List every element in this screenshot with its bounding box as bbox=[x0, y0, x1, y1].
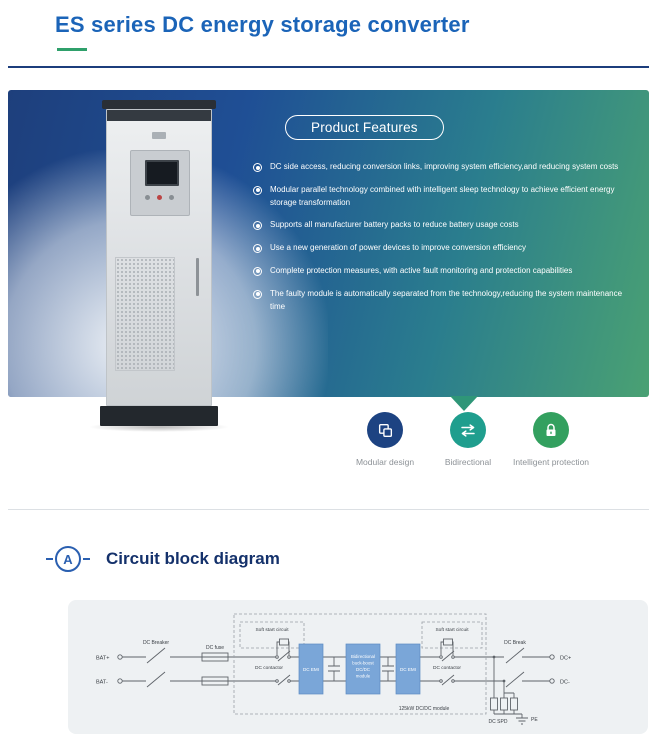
module-label-line2: buck-boost bbox=[352, 661, 374, 666]
soft-start-bypass bbox=[276, 638, 454, 655]
dcdc-module-block bbox=[345, 643, 381, 695]
bullet-icon bbox=[253, 221, 262, 231]
circuit-block-diagram: BAT+ BAT- DC Breaker DC fuse Soft start … bbox=[68, 600, 648, 734]
feature-panel: Product Features DC side access, reducin… bbox=[253, 115, 641, 323]
cabinet-control-panel bbox=[130, 150, 190, 216]
bat-minus-label: BAT- bbox=[96, 680, 108, 686]
cabinet-top-band bbox=[107, 110, 211, 121]
feature-item: Use a new generation of power devices to… bbox=[253, 242, 625, 255]
dc-bus-capacitors bbox=[328, 657, 394, 681]
modules-icon bbox=[367, 412, 403, 448]
bidirectional-arrows-glyph bbox=[461, 423, 475, 437]
product-features-badge: Product Features bbox=[285, 115, 444, 140]
battery-terminals bbox=[117, 654, 123, 684]
feature-text: Modular parallel technology combined wit… bbox=[270, 184, 615, 207]
pe-label: PE bbox=[531, 717, 538, 723]
cabinet-button bbox=[157, 195, 162, 200]
dc-emi-label-right: DC EMI bbox=[400, 667, 416, 672]
dc-plus-label: DC+ bbox=[560, 656, 571, 662]
dc-breaker-label: DC Breaker bbox=[143, 640, 169, 646]
cabinet-logo bbox=[152, 132, 166, 139]
page-title: ES series DC energy storage converter bbox=[55, 12, 470, 37]
bullet-icon bbox=[253, 185, 262, 195]
feature-text: DC side access, reducing conversion link… bbox=[270, 162, 619, 171]
dc-contactor-label-right: DC contactor bbox=[433, 665, 461, 671]
header-divider bbox=[8, 66, 649, 68]
highlights-row: Modular design Bidirectional Intelligent… bbox=[346, 412, 590, 467]
feature-item: The faulty module is automatically separ… bbox=[253, 288, 625, 314]
bidirectional-arrows-icon bbox=[450, 412, 486, 448]
section-divider bbox=[8, 509, 649, 510]
cabinet-button bbox=[169, 195, 174, 200]
highlight-bidirectional: Bidirectional bbox=[429, 412, 507, 467]
bullet-icon bbox=[253, 244, 262, 254]
dc-break-label: DC Break bbox=[504, 640, 526, 646]
dc-spd-branch bbox=[490, 655, 528, 725]
feature-text: Use a new generation of power devices to… bbox=[270, 243, 526, 253]
module-label-line3: DC/DC bbox=[356, 667, 370, 672]
module-enclosure-label: 125kW DC/DC module bbox=[399, 706, 450, 712]
feature-item: Supports all manufacturer battery packs … bbox=[253, 219, 625, 232]
section-title: Circuit block diagram bbox=[106, 549, 280, 568]
dc-fuse-symbols bbox=[201, 652, 229, 686]
dc-contactor-symbols bbox=[275, 650, 455, 686]
cabinet-shadow bbox=[88, 422, 230, 432]
cabinet-screen bbox=[145, 160, 179, 186]
module-label-line4: module bbox=[356, 674, 371, 679]
marker-dash-right bbox=[83, 558, 90, 560]
dc-output-terminals bbox=[549, 654, 555, 684]
lock-icon-glyph bbox=[546, 423, 556, 436]
dc-emi-block-left bbox=[298, 643, 324, 695]
feature-text: The faulty module is automatically separ… bbox=[270, 288, 623, 311]
feature-item: Modular parallel technology combined wit… bbox=[253, 184, 625, 210]
highlight-modular-design: Modular design bbox=[346, 412, 424, 467]
highlight-intelligent-protection: Intelligent protection bbox=[512, 412, 590, 467]
dc-emi-block-right bbox=[395, 643, 421, 695]
bullet-icon bbox=[253, 289, 262, 299]
dc-minus-label: DC- bbox=[560, 680, 570, 686]
bullet-icon bbox=[253, 163, 262, 172]
module-label-line1: Bidirectional bbox=[351, 654, 375, 659]
highlight-label: Bidirectional bbox=[444, 457, 492, 467]
dc-emi-label-left: DC EMI bbox=[303, 667, 319, 672]
marker-dash-left bbox=[46, 558, 53, 560]
ground-symbol bbox=[516, 717, 528, 725]
cabinet-top-cap bbox=[102, 100, 216, 109]
title-accent-bar bbox=[57, 48, 87, 51]
cabinet-door-handle bbox=[196, 258, 199, 296]
soft-start-box-left bbox=[239, 621, 305, 649]
module-enclosure-box bbox=[233, 613, 487, 715]
cabinet-base bbox=[100, 406, 218, 426]
section-heading: A Circuit block diagram bbox=[46, 546, 280, 572]
lock-icon bbox=[533, 412, 569, 448]
highlight-label: Modular design bbox=[355, 457, 415, 467]
bat-plus-label: BAT+ bbox=[96, 656, 110, 662]
dc-contactor-label-left: DC contactor bbox=[255, 665, 283, 671]
banner-pointer bbox=[450, 396, 478, 411]
circuit-diagram-svg: BAT+ BAT- DC Breaker DC fuse Soft start … bbox=[96, 613, 571, 725]
product-features-label: Product Features bbox=[311, 120, 418, 135]
soft-start-label-left: Soft start circuit bbox=[255, 627, 289, 633]
product-image-cabinet bbox=[88, 100, 230, 432]
feature-text: Supports all manufacturer battery packs … bbox=[270, 220, 519, 230]
feature-item: DC side access, reducing conversion link… bbox=[253, 161, 625, 174]
section-marker: A bbox=[55, 546, 81, 572]
feature-text: Complete protection measures, with activ… bbox=[270, 265, 573, 275]
highlight-label: Intelligent protection bbox=[512, 457, 590, 467]
feature-item: Complete protection measures, with activ… bbox=[253, 265, 625, 278]
feature-list: DC side access, reducing conversion link… bbox=[253, 161, 641, 313]
soft-start-box-right bbox=[421, 621, 483, 649]
dc-breaker-symbols bbox=[146, 647, 525, 688]
dc-spd-label: DC SPD bbox=[489, 719, 508, 725]
cabinet-vent-grille bbox=[115, 257, 175, 371]
modules-icon-glyph bbox=[378, 423, 392, 437]
bullet-icon bbox=[253, 266, 262, 276]
soft-start-label-right: Soft start circuit bbox=[435, 627, 469, 633]
cabinet-button bbox=[145, 195, 150, 200]
dc-fuse-label: DC fuse bbox=[206, 645, 224, 651]
cabinet-body bbox=[106, 109, 212, 406]
